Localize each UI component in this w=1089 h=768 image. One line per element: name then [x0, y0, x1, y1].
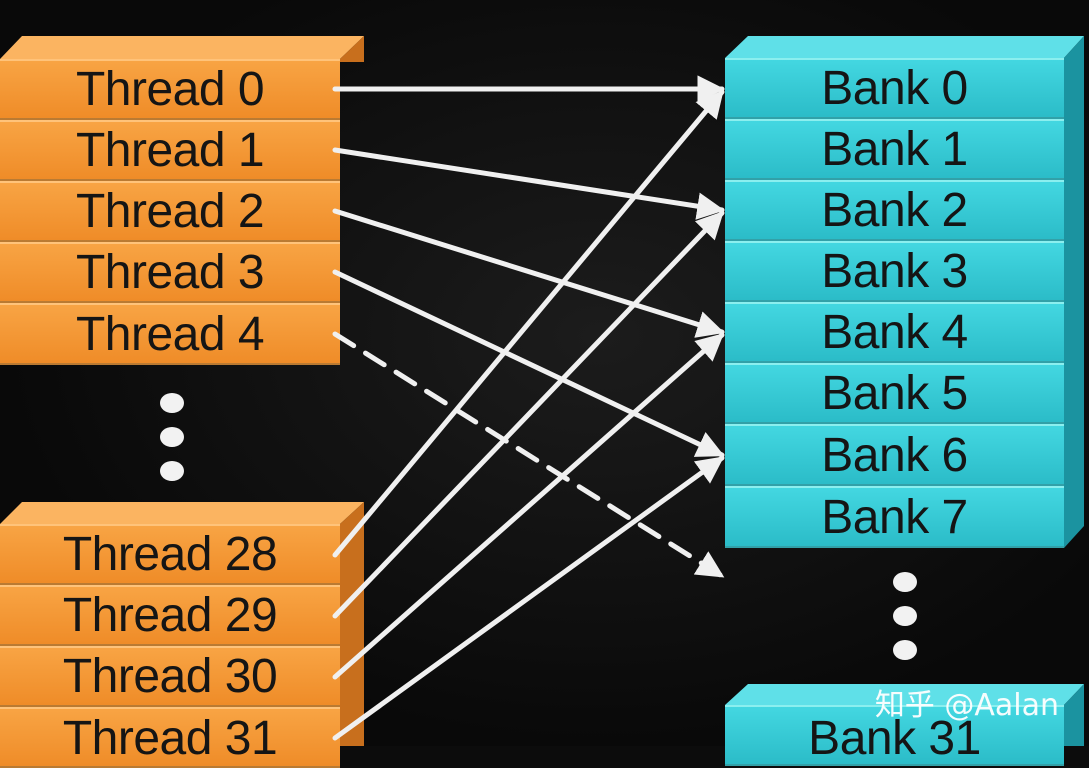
- ellipsis-dot: [893, 606, 917, 626]
- thread-label-2: Thread 2: [75, 185, 265, 238]
- arrow-thread2-bank4: [332, 208, 725, 338]
- thread-row-1: Thread 1: [0, 120, 340, 181]
- bank-block-bottom-face: [725, 684, 1084, 746]
- bank-row-6: Bank 6: [725, 424, 1064, 486]
- bank-label-7: Bank 7: [821, 490, 968, 544]
- thread-row-0: Thread 0: [0, 59, 340, 120]
- thread-row-4: Thread 4: [0, 303, 340, 365]
- thread-row-29: Thread 29: [0, 585, 340, 646]
- arrow-thread4-dashed: [332, 331, 725, 579]
- arrow-thread29-bank2: [332, 210, 725, 619]
- bank-label-5: Bank 5: [821, 367, 968, 420]
- thread-block-bottom-face: [0, 502, 364, 746]
- bank-row-3: Bank 3: [725, 241, 1064, 302]
- bank-label-2: Bank 2: [821, 184, 968, 237]
- arrow-layer: [332, 75, 725, 741]
- ellipsis-dot: [160, 427, 184, 447]
- bank-label-4: Bank 4: [821, 306, 968, 359]
- thread-label-28: Thread 28: [62, 528, 278, 581]
- thread-row-30: Thread 30: [0, 646, 340, 707]
- bank-row-1: Bank 1: [725, 119, 1064, 180]
- arrow-thread31-bank6: [332, 455, 725, 741]
- bank-row-5: Bank 5: [725, 363, 1064, 424]
- bank-block-top-face: [725, 36, 1084, 548]
- thread-row-2: Thread 2: [0, 181, 340, 242]
- bank-row-4: Bank 4: [725, 302, 1064, 363]
- bank-label-6: Bank 6: [821, 428, 968, 482]
- bank-row-2: Bank 2: [725, 180, 1064, 241]
- arrow-thread30-bank4: [332, 332, 725, 680]
- ellipsis-dot: [160, 461, 184, 481]
- ellipsis-dot: [893, 572, 917, 592]
- ellipsis-dot: [160, 393, 184, 413]
- bank-label-1: Bank 1: [821, 123, 968, 176]
- arrow-thread1-bank2: [332, 147, 725, 220]
- thread-block-top-face: [0, 36, 364, 62]
- thread-label-4: Thread 4: [75, 307, 265, 361]
- ellipsis-dot: [893, 640, 917, 660]
- arrow-thread28-bank0: [332, 89, 725, 558]
- thread-label-1: Thread 1: [75, 124, 265, 177]
- thread-label-29: Thread 29: [62, 589, 278, 642]
- bank-row-7: Bank 7: [725, 486, 1064, 548]
- watermark: 知乎 @Aalan: [874, 688, 1059, 723]
- thread-row-3: Thread 3: [0, 242, 340, 303]
- bank-row-0: Bank 0: [725, 58, 1064, 119]
- thread-label-30: Thread 30: [62, 650, 278, 703]
- thread-label-3: Thread 3: [75, 246, 265, 299]
- thread-row-28: Thread 28: [0, 524, 340, 585]
- bank-label-3: Bank 3: [821, 245, 968, 298]
- thread-label-0: Thread 0: [75, 63, 265, 116]
- bank-label-0: Bank 0: [821, 62, 968, 115]
- arrow-thread3-bank6: [332, 269, 725, 458]
